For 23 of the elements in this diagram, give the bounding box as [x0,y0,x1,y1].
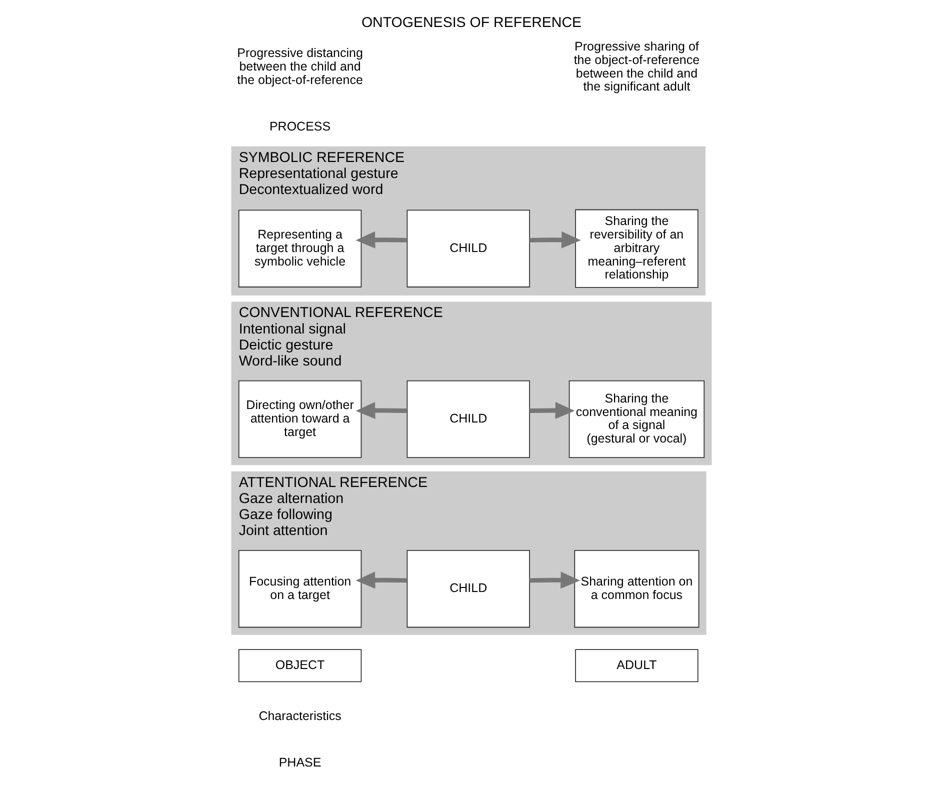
label: PROCESS [268,119,330,134]
node-box: Sharing attention on a common focus [574,550,699,628]
node-box: Representing a target through a symbolic vehicle [238,210,362,288]
node-box: CHILD [406,550,530,628]
node-box: Sharing the reversibility of an arbitrary meaning–referent relationship [574,209,698,288]
node-box: Sharing the conventional meaning of a signal (gestural or vocal) [568,380,704,458]
arrow [529,572,580,589]
node-box: CHILD [406,380,530,458]
label: Progressive distancing between the child and the object-of-reference [236,46,362,88]
node-box: ADULT [574,649,698,682]
diagram-title: ONTOGENESIS OF REFERENCE [360,14,582,31]
node-box: Focusing attention on a target [238,550,362,628]
label: Progressive sharing of the object-of-reference between the child and the significant adult [573,40,700,94]
arrow [529,402,574,419]
node-box: OBJECT [238,649,362,682]
node-box: CHILD [406,210,530,288]
label: Characteristics [258,708,341,723]
arrow [529,231,580,248]
arrow [355,402,407,419]
arrow [355,231,407,248]
label: PHASE [278,755,321,770]
node-box: Directing own/other attention toward a target [238,380,362,458]
arrow [355,572,407,589]
